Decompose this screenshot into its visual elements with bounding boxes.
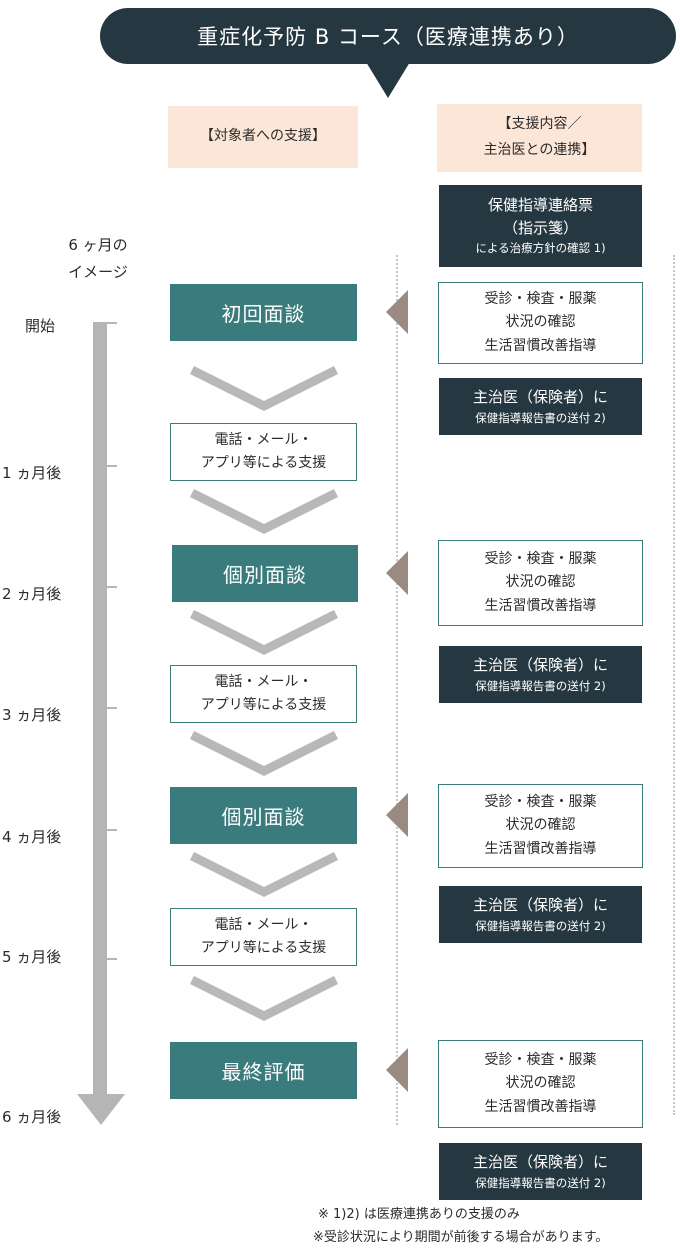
phone-support-1-line2: アプリ等による支援 [200, 455, 327, 471]
report-box-4: 主治医（保険者）に 保健指導報告書の送付 2) [439, 1143, 642, 1200]
dotted-line-right [673, 255, 675, 1115]
step-initial-interview: 初回面談 [170, 284, 357, 341]
tick-label-5-month: 5 ヵ月後 [2, 948, 62, 966]
chevron-down-icon [189, 731, 339, 777]
course-title: 重症化予防 B コース（医療連携あり） [100, 8, 676, 64]
phone-support-box-2: 電話・メール・ アプリ等による支援 [170, 665, 357, 723]
tick-3-month [101, 707, 117, 709]
detail-4-line3: 生活習慣改善指導 [484, 1098, 597, 1115]
report-1-line2: 保健指導報告書の送付 2) [475, 410, 606, 425]
pointer-triangle-1 [386, 290, 408, 334]
pointer-triangle-4 [386, 1048, 408, 1092]
report-3-line2: 保健指導報告書の送付 2) [475, 918, 606, 933]
phone-support-box-1: 電話・メール・ アプリ等による支援 [170, 423, 357, 481]
tick-start [101, 322, 117, 324]
phone-support-1-line1: 電話・メール・ [214, 431, 313, 448]
step-individual-interview-1: 個別面談 [172, 545, 358, 602]
report-1-line1: 主治医（保険者）に [472, 388, 608, 407]
detail-box-2: 受診・検査・服薬 状況の確認 生活習慣改善指導 [438, 540, 643, 626]
tick-label-3-month: 3 ヵ月後 [2, 706, 62, 724]
tick-label-6-month: 6 ヵ月後 [2, 1108, 62, 1126]
report-3-line1: 主治医（保険者）に [472, 896, 608, 915]
timeline-label: 6 ヶ月の イメージ [48, 232, 148, 286]
pointer-triangle-2 [386, 551, 408, 595]
header-target-support: 【対象者への支援】 [168, 106, 358, 168]
step-initial-interview-label: 初回面談 [221, 302, 306, 326]
phone-support-3-line2: アプリ等による支援 [200, 940, 327, 956]
step-final-evaluation-label: 最終評価 [221, 1060, 306, 1084]
instruction-sheet-line1: 保健指導連絡票 [487, 196, 593, 215]
chevron-down-icon [189, 610, 339, 656]
instruction-sheet-line3: による治療方針の確認 1) [475, 241, 606, 256]
tick-1-month [101, 465, 117, 467]
dotted-line-left [396, 255, 398, 1125]
detail-box-3: 受診・検査・服薬 状況の確認 生活習慣改善指導 [438, 784, 643, 868]
timeline-label-line1: 6 ヶ月の [68, 236, 128, 254]
detail-3-line1: 受診・検査・服薬 [484, 794, 597, 811]
detail-box-4: 受診・検査・服薬 状況の確認 生活習慣改善指導 [438, 1040, 643, 1128]
tick-label-start: 開始 [25, 317, 56, 335]
pointer-triangle-3 [386, 793, 408, 837]
instruction-sheet-box: 保健指導連絡票 （指示箋） による治療方針の確認 1) [439, 185, 642, 267]
tick-label-1-month: 1 ヵ月後 [2, 464, 62, 482]
report-2-line1: 主治医（保険者）に [472, 656, 608, 675]
instruction-sheet-line2: （指示箋） [502, 218, 578, 237]
detail-4-line2: 状況の確認 [505, 1075, 576, 1092]
header-target-support-text: 【対象者への支援】 [200, 128, 326, 145]
detail-3-line3: 生活習慣改善指導 [484, 840, 597, 857]
tick-label-2-month: 2 ヵ月後 [2, 585, 62, 603]
phone-support-2-line2: アプリ等による支援 [200, 697, 327, 713]
detail-2-line2: 状況の確認 [505, 574, 576, 591]
step-individual-interview-2-label: 個別面談 [221, 805, 306, 829]
header-support-content: 【支援内容／ 主治医との連携】 [437, 104, 642, 172]
detail-1-line1: 受診・検査・服薬 [484, 291, 597, 308]
phone-support-2-line1: 電話・メール・ [214, 673, 313, 690]
report-2-line2: 保健指導報告書の送付 2) [475, 678, 606, 693]
footnote-1: ※ 1)2) は医療連携ありの支援のみ [318, 1207, 520, 1222]
chevron-down-icon [189, 852, 339, 898]
timeline-label-line2: イメージ [68, 263, 128, 281]
detail-2-line3: 生活習慣改善指導 [484, 597, 597, 614]
detail-box-1: 受診・検査・服薬 状況の確認 生活習慣改善指導 [438, 282, 643, 364]
chevron-down-icon [189, 976, 339, 1022]
report-box-3: 主治医（保険者）に 保健指導報告書の送付 2) [439, 886, 642, 943]
tick-5-month [101, 958, 117, 960]
tick-label-4-month: 4 ヵ月後 [2, 828, 62, 846]
tick-2-month [101, 586, 117, 588]
timeline-arrow-shaft [93, 322, 107, 1097]
title-pointer [366, 62, 410, 98]
tick-4-month [101, 829, 117, 831]
phone-support-3-line1: 電話・メール・ [214, 916, 313, 933]
detail-3-line2: 状況の確認 [505, 817, 576, 834]
footnote-2: ※受診状況により期間が前後する場合があります。 [313, 1230, 609, 1245]
report-box-2: 主治医（保険者）に 保健指導報告書の送付 2) [439, 646, 642, 703]
report-box-1: 主治医（保険者）に 保健指導報告書の送付 2) [439, 378, 642, 435]
step-final-evaluation: 最終評価 [170, 1042, 357, 1099]
header-support-line1: 【支援内容／ [497, 116, 582, 133]
step-individual-interview-1-label: 個別面談 [223, 563, 307, 587]
detail-1-line2: 状況の確認 [505, 314, 576, 331]
report-4-line2: 保健指導報告書の送付 2) [475, 1175, 606, 1190]
phone-support-box-3: 電話・メール・ アプリ等による支援 [170, 908, 357, 966]
chevron-down-icon [189, 489, 339, 535]
detail-4-line1: 受診・検査・服薬 [484, 1052, 597, 1069]
detail-2-line1: 受診・検査・服薬 [484, 551, 597, 568]
timeline-arrow-head [77, 1094, 125, 1125]
detail-1-line3: 生活習慣改善指導 [484, 337, 597, 354]
chevron-down-icon [189, 366, 339, 412]
report-4-line1: 主治医（保険者）に [472, 1153, 608, 1172]
step-individual-interview-2: 個別面談 [170, 787, 357, 844]
header-support-line2: 主治医との連携】 [483, 142, 596, 158]
